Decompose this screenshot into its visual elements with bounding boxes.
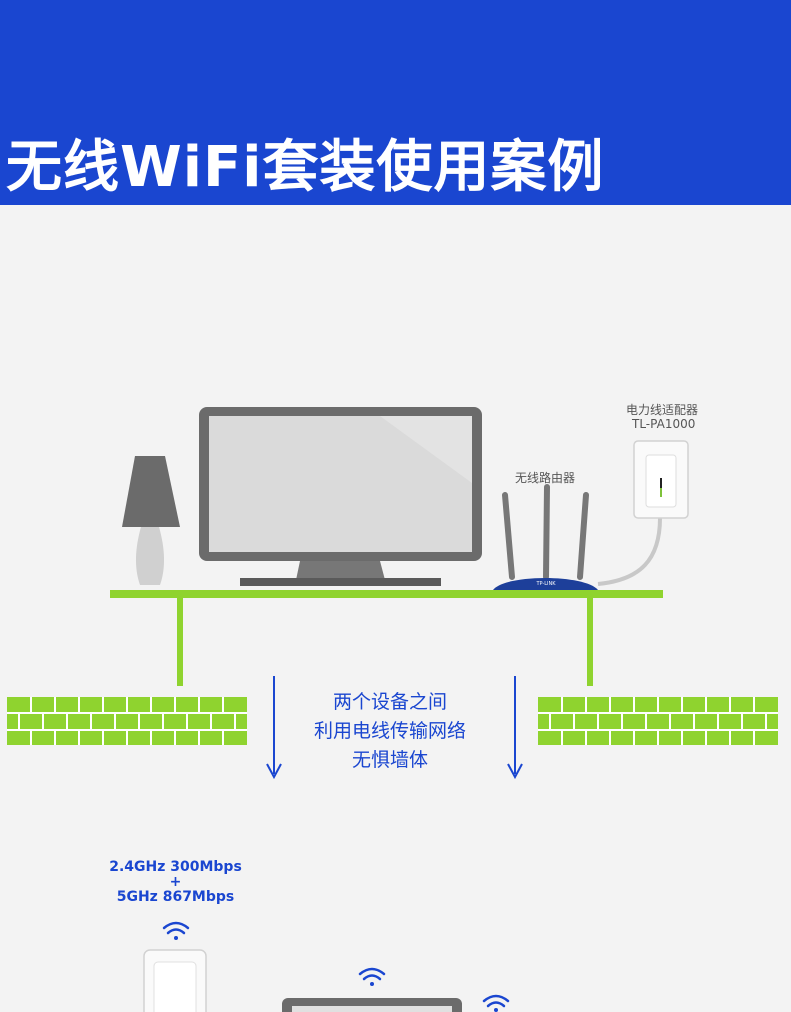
brick-wall-left — [7, 697, 247, 745]
arrow-down-left-icon — [266, 676, 282, 780]
brick-wall-right — [538, 697, 778, 745]
wifi-icon — [162, 921, 190, 940]
speed-plus: + — [169, 874, 182, 890]
wifi-icon — [482, 994, 510, 1012]
router-name-label: 无线路由器 — [515, 471, 576, 485]
wifi-extender-icon — [143, 949, 207, 1012]
caption-line-2: 利用电线传输网络 — [313, 720, 466, 742]
speed-2g: 2.4GHz 300Mbps — [109, 859, 242, 875]
header-banner — [0, 0, 791, 205]
center-caption: 两个设备之间 利用电线传输网络 无惧墙体 — [285, 688, 495, 775]
adapter-name-label: 电力线适配器 — [626, 403, 699, 417]
caption-line-1: 两个设备之间 — [332, 691, 447, 713]
adapter-model-label: TL-PA1000 — [632, 417, 696, 431]
monitor-icon — [199, 407, 482, 586]
speed-spec: 2.4GHz 300Mbps + 5GHz 867Mbps — [98, 860, 253, 905]
caption-line-3: 无惧墙体 — [351, 749, 428, 771]
arrow-down-right-icon — [507, 676, 523, 780]
speed-5g: 5GHz 867Mbps — [116, 889, 235, 905]
lamp-icon — [122, 456, 180, 585]
page-title: 无线WiFi套装使用案例 — [6, 135, 605, 200]
adapter-icon — [597, 440, 689, 586]
laptop-icon — [282, 998, 462, 1012]
router-brand-label: TP-LINK — [535, 581, 556, 587]
wifi-icon — [358, 967, 386, 986]
router-icon: TP-LINK — [493, 484, 598, 590]
shelf — [110, 590, 663, 686]
